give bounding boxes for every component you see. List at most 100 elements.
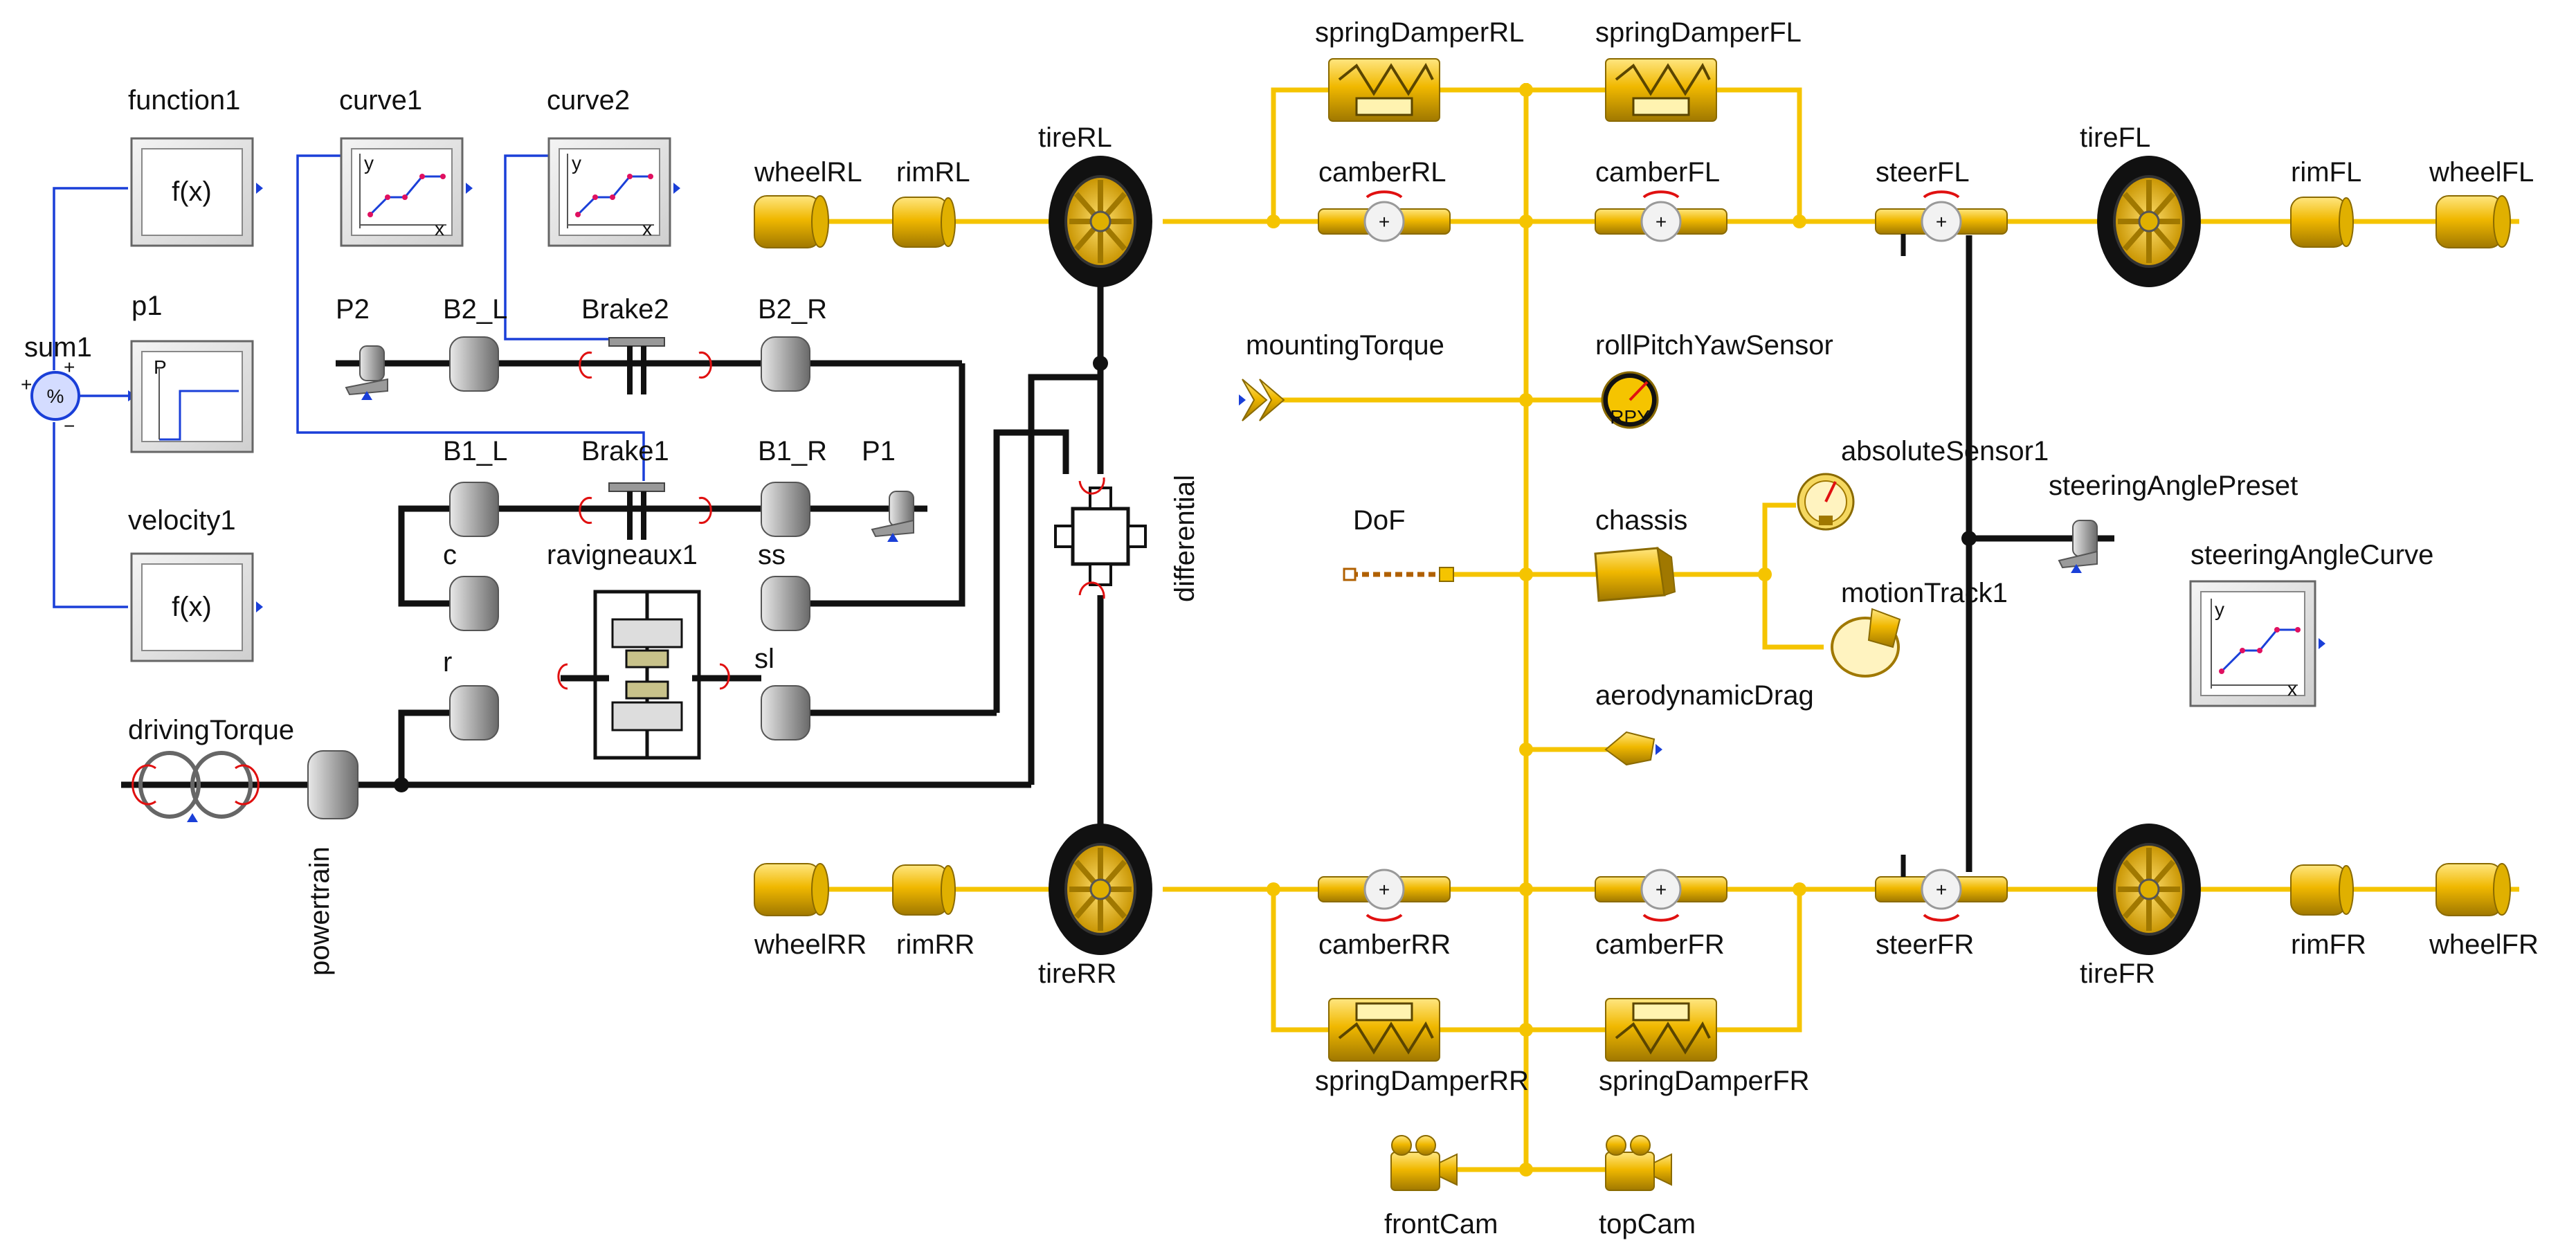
driving-torque-label: drivingTorque — [128, 715, 294, 745]
chassis-body[interactable] — [1594, 546, 1676, 602]
tire-fr[interactable] — [2097, 824, 2201, 955]
sl-inertia[interactable] — [761, 685, 810, 740]
aerodynamic-drag-label: aerodynamicDrag — [1595, 680, 1814, 711]
camber-fr-label: camberFR — [1595, 929, 1725, 960]
spring-damper-rl-label: springDamperRL — [1315, 17, 1524, 48]
steer-fr-label: steerFR — [1876, 929, 1974, 960]
roll-pitch-yaw-sensor[interactable]: RPY — [1601, 371, 1659, 429]
b2-r-inertia[interactable] — [761, 336, 810, 392]
spring-damper-fr-label: springDamperFR — [1599, 1066, 1810, 1096]
p1-block[interactable]: P — [130, 340, 254, 453]
powertrain-inertia[interactable] — [307, 750, 359, 819]
r-inertia[interactable] — [449, 685, 499, 740]
tire-rl[interactable] — [1049, 156, 1152, 287]
camber-rr-joint[interactable]: + — [1318, 869, 1451, 922]
function1-label: function1 — [128, 85, 240, 116]
rim-rr-label: rimRR — [896, 929, 974, 960]
wheel-rl[interactable] — [754, 195, 829, 248]
b2-l-inertia[interactable] — [449, 336, 499, 392]
motion-track1-label: motionTrack1 — [1841, 578, 2008, 608]
p1-position-source[interactable] — [871, 491, 914, 542]
wheel-fr-label: wheelFR — [2429, 929, 2539, 960]
c-inertia[interactable] — [449, 576, 499, 631]
svg-text:+: + — [1936, 879, 1947, 900]
dof-block[interactable] — [1343, 567, 1357, 581]
steer-fl-joint[interactable]: + — [1875, 190, 2008, 256]
wheel-rr[interactable] — [754, 863, 829, 916]
tire-fr-label: tireFR — [2080, 958, 2155, 989]
steer-fr-joint[interactable]: + — [1875, 855, 2008, 922]
tire-fl-label: tireFL — [2080, 122, 2150, 153]
svg-text:+: + — [1936, 211, 1947, 233]
front-cam-label: frontCam — [1384, 1209, 1498, 1239]
sum1-block[interactable]: % + + − — [21, 356, 80, 437]
ravigneaux1-gearset[interactable] — [557, 590, 730, 760]
dof-label: DoF — [1353, 505, 1406, 536]
spring-damper-fr[interactable] — [1605, 998, 1717, 1062]
rim-fl[interactable] — [2290, 197, 2354, 248]
powertrain-label: powertrain — [305, 846, 335, 976]
spring-damper-rl[interactable] — [1328, 58, 1440, 122]
steering-angle-curve-block[interactable]: y x — [2189, 580, 2325, 707]
differential-gear[interactable] — [1054, 477, 1147, 599]
spring-damper-rr[interactable] — [1328, 998, 1440, 1062]
svg-text:x: x — [642, 218, 652, 239]
r-label: r — [443, 647, 452, 678]
b1-r-label: B1_R — [758, 436, 827, 466]
tire-fl[interactable] — [2097, 156, 2201, 287]
top-cam[interactable] — [1605, 1135, 1672, 1191]
spring-damper-rr-label: springDamperRR — [1315, 1066, 1529, 1096]
curve2-label: curve2 — [547, 85, 630, 116]
curve1-block[interactable]: y x — [340, 137, 473, 247]
wheel-fl-label: wheelFL — [2429, 157, 2534, 188]
svg-text:y: y — [364, 152, 374, 174]
wheel-fl[interactable] — [2436, 195, 2511, 248]
driving-torque-source[interactable] — [131, 751, 260, 822]
svg-text:+: + — [64, 356, 75, 378]
p1-position-label: P1 — [862, 436, 896, 466]
motion-track1[interactable] — [1831, 608, 1901, 678]
velocity1-block[interactable]: f(x) — [130, 552, 263, 662]
camber-fr-joint[interactable]: + — [1595, 869, 1727, 922]
function1-block[interactable]: f(x) — [130, 137, 263, 247]
spring-damper-fl[interactable] — [1605, 58, 1717, 122]
ravigneaux1-label: ravigneaux1 — [547, 540, 698, 570]
svg-text:+: + — [1656, 879, 1667, 900]
tire-rr-label: tireRR — [1038, 958, 1116, 989]
steering-angle-preset-source[interactable] — [2058, 520, 2098, 573]
differential-label: differential — [1170, 475, 1200, 602]
front-cam[interactable] — [1390, 1135, 1458, 1191]
svg-text:y: y — [572, 152, 581, 174]
camber-fl-joint[interactable]: + — [1595, 190, 1727, 242]
svg-text:P: P — [154, 356, 167, 378]
rim-fr[interactable] — [2290, 864, 2354, 916]
brake2-clutch[interactable] — [579, 337, 712, 394]
brake1-clutch[interactable] — [579, 482, 712, 540]
function1-expression: f(x) — [172, 176, 212, 207]
aerodynamic-drag-force[interactable] — [1604, 731, 1662, 766]
curve1-label: curve1 — [339, 85, 422, 116]
sl-label: sl — [754, 644, 774, 674]
p2-label: P2 — [336, 294, 370, 325]
mounting-torque-source[interactable] — [1239, 379, 1285, 421]
b2-r-label: B2_R — [758, 294, 827, 325]
ss-inertia[interactable] — [761, 576, 810, 631]
curve2-block[interactable]: y x — [547, 137, 680, 247]
rim-rr[interactable] — [892, 864, 956, 916]
svg-text:x: x — [435, 218, 444, 239]
spring-damper-fl-label: springDamperFL — [1595, 17, 1802, 48]
svg-text:+: + — [1379, 211, 1390, 233]
b2-l-label: B2_L — [443, 294, 507, 325]
sum1-label: sum1 — [24, 332, 92, 363]
camber-rl-joint[interactable]: + — [1318, 190, 1451, 242]
camber-rl-label: camberRL — [1318, 157, 1446, 188]
wheel-fr[interactable] — [2436, 863, 2511, 916]
tire-rr[interactable] — [1049, 824, 1152, 955]
rim-rl[interactable] — [892, 197, 956, 248]
b1-l-inertia[interactable] — [449, 482, 499, 537]
mounting-torque-label: mountingTorque — [1246, 330, 1444, 361]
b1-r-inertia[interactable] — [761, 482, 810, 537]
absolute-sensor1[interactable] — [1797, 473, 1855, 531]
p2-position-source[interactable] — [345, 345, 388, 400]
